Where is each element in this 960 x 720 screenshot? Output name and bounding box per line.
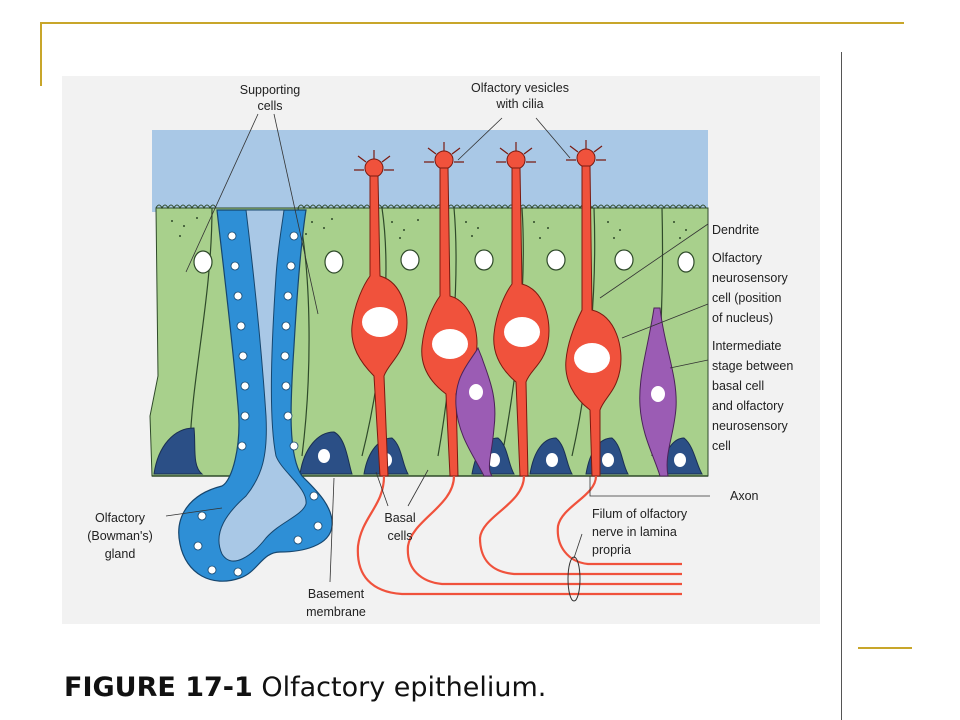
neuron-cilia bbox=[354, 140, 606, 171]
neuron-1 bbox=[351, 158, 408, 477]
gland-cell-nuclei bbox=[193, 231, 323, 577]
label-dendrite: Dendrite bbox=[712, 223, 759, 237]
supporting-cell-nuclei bbox=[193, 249, 695, 274]
left-accent-rule bbox=[40, 22, 42, 86]
label-axon: Axon bbox=[730, 489, 759, 503]
microvilli-fringe bbox=[155, 204, 707, 210]
axon-bundle bbox=[356, 475, 682, 596]
leader-lines bbox=[165, 113, 710, 583]
figure-caption: FIGURE 17-1 Olfactory epithelium. bbox=[64, 672, 546, 703]
olfactory-neurons bbox=[351, 148, 622, 477]
neuron-3 bbox=[493, 150, 550, 477]
gland-duct-lumen bbox=[218, 209, 307, 562]
right-accent-rule bbox=[858, 647, 912, 649]
mucus-layer bbox=[152, 130, 708, 212]
bowmans-gland bbox=[178, 209, 333, 582]
top-accent-rule bbox=[40, 22, 904, 24]
figure-number: FIGURE 17-1 bbox=[64, 672, 253, 703]
apical-granules bbox=[171, 217, 687, 239]
label-bowmans-gland: Olfactory(Bowman's)gland bbox=[87, 511, 153, 561]
neuron-2 bbox=[421, 150, 478, 477]
figure-title: Olfactory epithelium. bbox=[261, 672, 547, 703]
intermediate-cell-nuclei bbox=[469, 384, 665, 402]
neuron-4 bbox=[565, 148, 622, 477]
